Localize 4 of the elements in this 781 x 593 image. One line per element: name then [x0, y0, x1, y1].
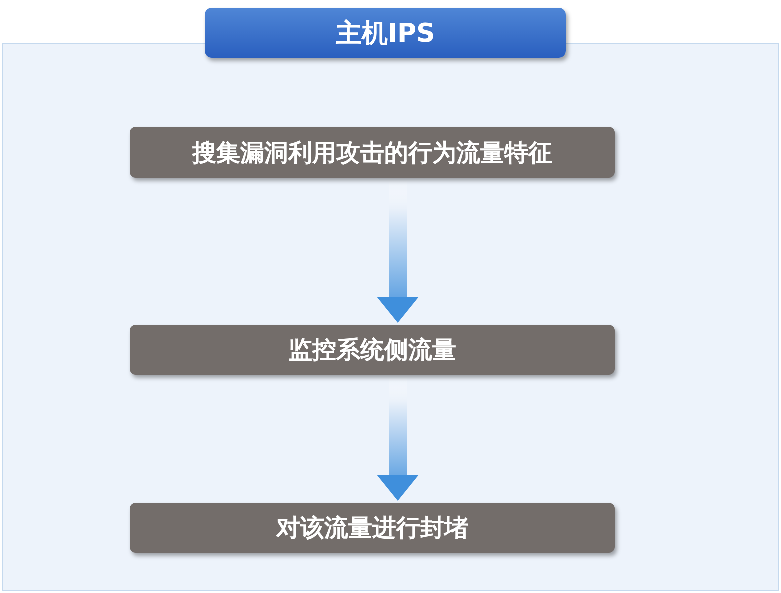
process-box: 对该流量进行封堵	[130, 503, 615, 553]
process-box: 监控系统侧流量	[130, 325, 615, 375]
process-box: 搜集漏洞利用攻击的行为流量特征	[130, 127, 615, 178]
title-tab: 主机IPS	[205, 8, 566, 58]
